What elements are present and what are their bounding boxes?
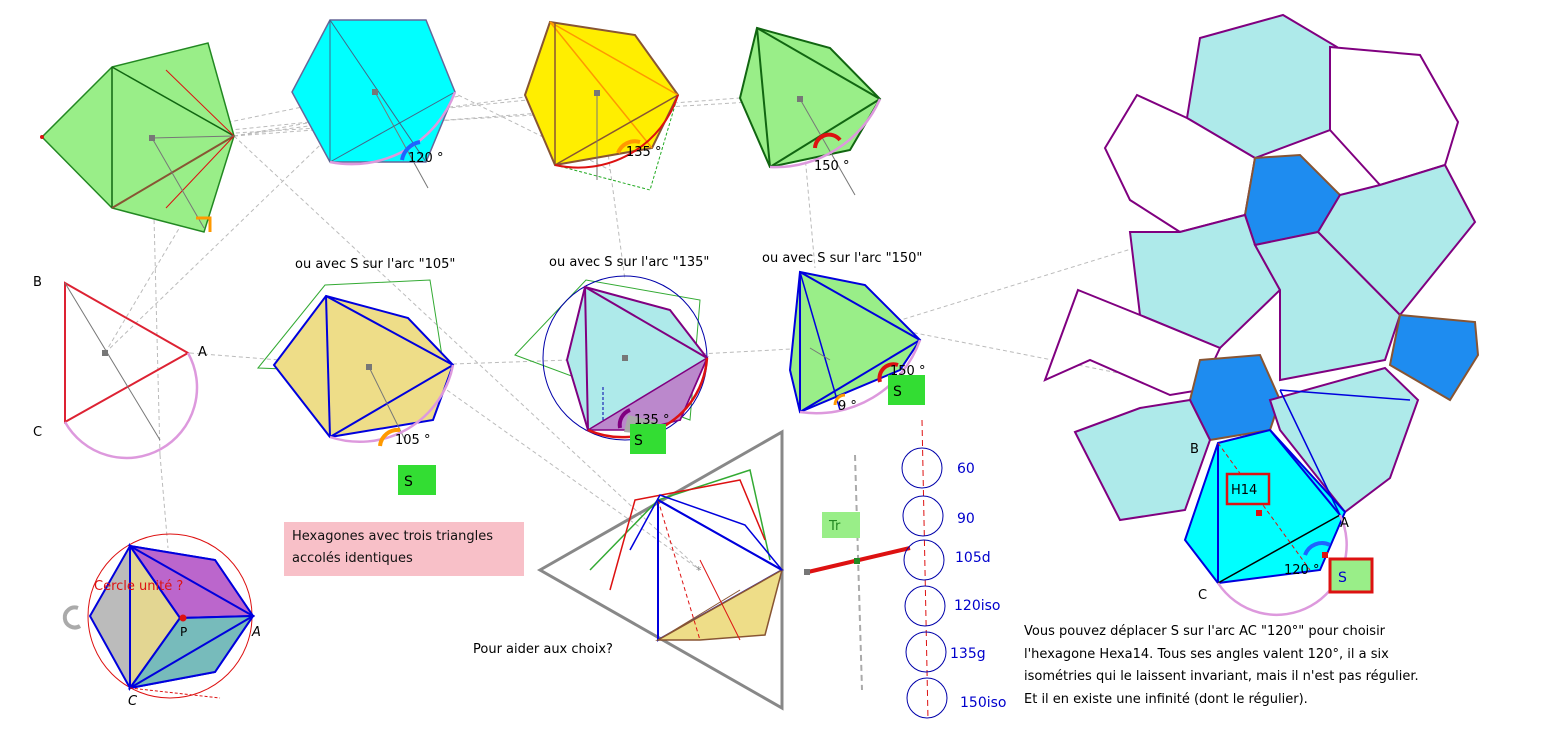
choice-90-label: 90 xyxy=(957,511,975,527)
h14-box[interactable] xyxy=(1225,472,1271,506)
choice-120iso-circle[interactable] xyxy=(904,585,946,627)
s-box-right-label: S xyxy=(1338,570,1347,586)
help-caption: Pour aider aux choix? xyxy=(473,642,613,657)
angle-label-9: 9 ° xyxy=(838,399,857,414)
point-label-p: P xyxy=(180,625,187,639)
angle-label-120: 120 ° xyxy=(408,151,443,166)
point-label-a: A xyxy=(198,345,207,360)
hexagon-tiling xyxy=(1043,13,1480,617)
point-label-b-right: B xyxy=(1190,442,1199,457)
choice-60-circle[interactable] xyxy=(901,447,943,489)
choice-90-circle[interactable] xyxy=(902,495,944,537)
choice-150iso-circle[interactable] xyxy=(906,677,948,719)
circle-hexagon-135-figure: 135 ° xyxy=(514,275,709,441)
point-label-c: C xyxy=(33,425,42,440)
choice-105d-circle[interactable] xyxy=(903,539,945,581)
unit-circle-figure: Cercle unité ? P A C xyxy=(62,533,261,709)
point-label-a-circle: A xyxy=(251,625,261,640)
green-pentagon-figure xyxy=(40,42,235,233)
green-hexagon-150-figure: 150 ° 9 ° xyxy=(788,270,925,415)
angle-label-105: 105 ° xyxy=(395,433,430,448)
help-triangle-figure: * xyxy=(536,429,785,711)
h14-label: H14 xyxy=(1231,483,1257,498)
s-box-135[interactable] xyxy=(630,424,666,454)
choice-135g-circle[interactable] xyxy=(905,631,947,673)
tr-handle[interactable] xyxy=(854,558,860,564)
choice-60-label: 60 xyxy=(957,461,975,477)
angle-label-150: 150 ° xyxy=(814,159,849,174)
s-box-right[interactable] xyxy=(1328,557,1374,594)
info-text: Vous pouvez déplacer S sur l'arc AC "120… xyxy=(1024,624,1419,707)
yellow-hexagon-figure: 135 ° xyxy=(523,20,680,191)
point-label-c-right: C xyxy=(1198,588,1207,603)
tr-label: Tr xyxy=(828,519,841,534)
point-label-c-circle: C xyxy=(128,694,138,709)
cercle-unite-label: Cercle unité ? xyxy=(94,579,183,594)
s-box-150-label: S xyxy=(893,384,902,400)
green-hexagon-figure: 150 ° xyxy=(738,26,882,196)
choices-column: 60 90 105d 120iso 135g 150iso xyxy=(901,419,1006,721)
khaki-hexagon-105-figure: 105 ° xyxy=(256,279,455,448)
point-label-a-right: A xyxy=(1340,516,1349,531)
angle-label-135: 135 ° xyxy=(626,145,661,160)
tr-slider[interactable]: Tr xyxy=(804,454,911,691)
choice-120iso-label: 120iso xyxy=(954,598,1000,614)
arc-135-caption: ou avec S sur l'arc "135" xyxy=(549,255,709,270)
triangle-abc-figure: B A C xyxy=(33,275,207,460)
note-box: Hexagones avec trois triangles accolés i… xyxy=(284,522,524,576)
arc-150-caption: ou avec S sur l'arc "150" xyxy=(762,251,922,266)
s-box-135-label: S xyxy=(634,433,643,449)
point-label-b: B xyxy=(33,275,42,290)
svg-text:*: * xyxy=(696,564,702,577)
cyan-hexagon-figure: 120 ° xyxy=(291,19,457,189)
angle-label-120-right: 120 ° xyxy=(1284,563,1319,578)
choice-150iso-label: 150iso xyxy=(960,695,1006,711)
choice-135g-label: 135g xyxy=(950,646,986,662)
s-box-105[interactable] xyxy=(398,465,436,495)
choice-105d-label: 105d xyxy=(955,550,991,566)
s-box-150[interactable] xyxy=(888,375,925,405)
arc-105-caption: ou avec S sur l'arc "105" xyxy=(295,257,455,272)
s-box-105-label: S xyxy=(404,474,413,490)
